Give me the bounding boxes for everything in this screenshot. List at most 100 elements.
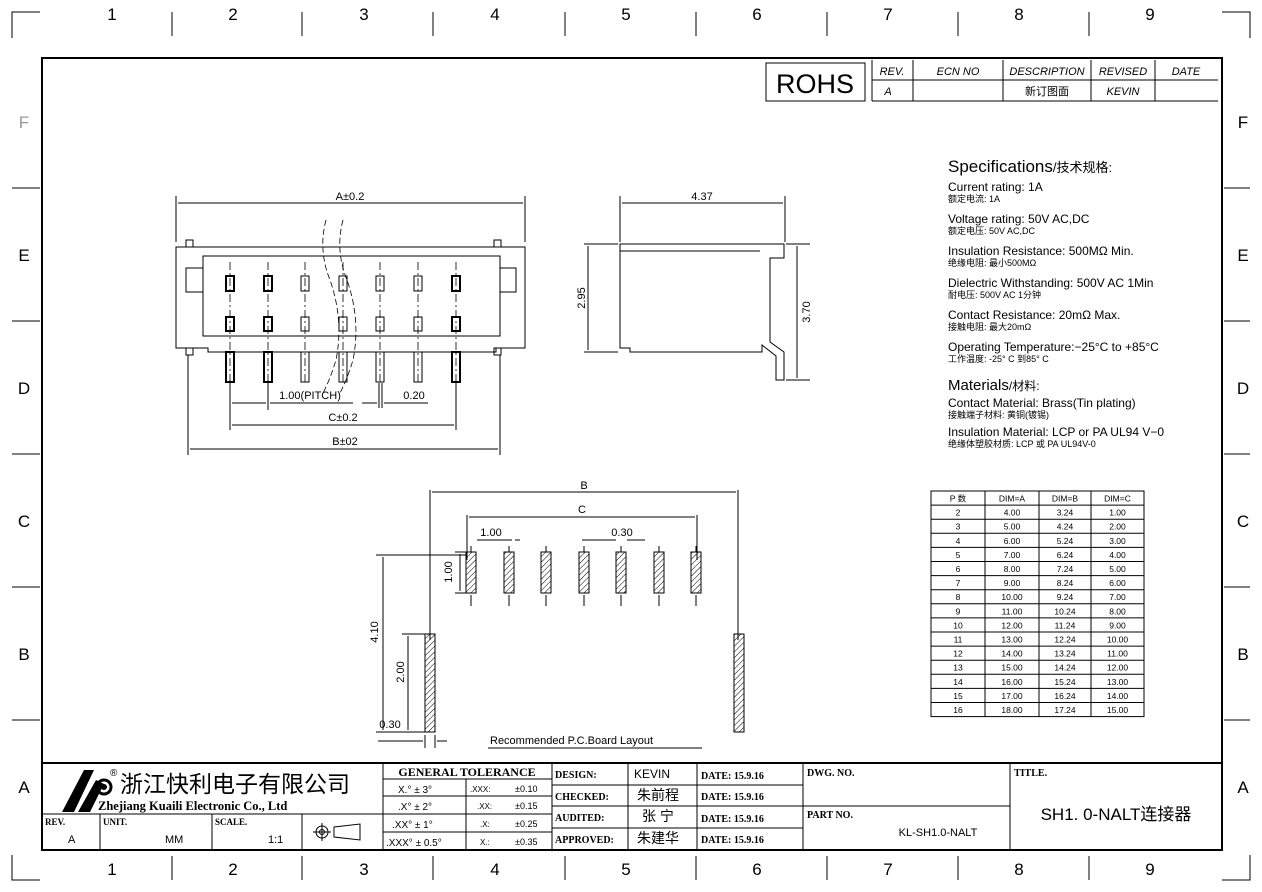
material-item: Insulation Material: LCP or PA UL94 V−0绝… [948, 425, 1164, 449]
signoff-name: KEVIN [634, 767, 670, 781]
table-cell: 15.24 [1054, 677, 1076, 687]
zone-col-label: 1 [107, 860, 116, 879]
unit-value: MM [165, 834, 183, 846]
pcb-pad [503, 546, 515, 606]
signoff-name: 张 宁 [642, 808, 674, 824]
rohs-box [765, 62, 866, 102]
zone-col-label: 8 [1014, 5, 1023, 24]
table-cell: 14.24 [1054, 663, 1076, 673]
rohs-label: ROHS [776, 69, 854, 99]
pitch-label: 1.00(PITCH) [279, 390, 341, 402]
table-cell: 13 [953, 663, 963, 673]
angular-tolerance: X.° ± 3° [398, 785, 432, 796]
zone-grid [12, 12, 1250, 880]
drawing-title: SH1. 0-NALT连接器 [1041, 805, 1192, 824]
table-cell: 6.00 [1004, 536, 1021, 546]
table-cell: 14 [953, 677, 963, 687]
zone-col-label: 7 [883, 860, 892, 879]
registered-mark: ® [110, 768, 118, 779]
rev-value: A [883, 86, 891, 98]
spec-item: Insulation Resistance: 500MΩ Min.绝缘电阻: 最… [948, 244, 1134, 268]
material-en: Insulation Material: LCP or PA UL94 V−0 [948, 425, 1164, 439]
company-name-cn: 浙江快利电子有限公司 [120, 771, 350, 797]
pcb-pad-length: 1.00 [443, 561, 455, 582]
table-cell: 11.00 [1002, 606, 1023, 616]
table-cell: 4.00 [1109, 550, 1126, 560]
signoff-role: CHECKED: [555, 792, 609, 803]
revision-table: REV. ECN NO DESCRIPTION REVISED DATE A 新… [871, 60, 1218, 102]
zone-row-label: C [1237, 512, 1249, 531]
revised-header: REVISED [1099, 66, 1147, 78]
signoff-role: AUDITED: [555, 813, 604, 824]
spec-cn: 耐电压: 500V AC 1分钟 [948, 289, 1041, 300]
pcb-dim-c: C [578, 504, 586, 516]
spec-item: Operating Temperature:−25°C to +85°C工作温度… [948, 340, 1159, 364]
table-cell: 8.00 [1004, 564, 1021, 574]
connector-pin [225, 262, 235, 385]
zone-col-label: 4 [490, 5, 499, 24]
pcb-mount-width: 0.30 [379, 719, 400, 731]
scale-label: SCALE. [215, 817, 247, 827]
spec-cn: 绝缘电阻: 最小500MΩ [948, 257, 1037, 268]
pcb-caption: Recommended P.C.Board Layout [490, 735, 653, 747]
table-cell: 16.00 [1001, 677, 1023, 687]
pcb-height: 4.10 [369, 621, 381, 642]
material-item: Contact Material: Brass(Tin plating)接触端子… [948, 396, 1136, 420]
table-cell: 17.00 [1001, 691, 1023, 701]
signoff-date: DATE: 15.9.16 [701, 835, 764, 846]
company-logo-icon [62, 770, 113, 812]
spec-en: Dielectric Withstanding: 500V AC 1Min [948, 276, 1153, 290]
table-cell: 6.24 [1057, 550, 1074, 560]
rev-header: REV. [880, 66, 905, 78]
table-cell: 7 [956, 578, 961, 588]
material-cn: 接触端子材料: 黄铜(镀锡) [948, 409, 1049, 420]
material-cn: 绝缘体塑胶材质: LCP 或 PA UL94V-0 [948, 438, 1096, 449]
spec-en: Contact Resistance: 20mΩ Max. [948, 308, 1120, 322]
table-cell: DIM=C [1104, 494, 1131, 504]
spec-title: Specifications/技术规格: [948, 157, 1112, 176]
zone-col-label: 3 [359, 860, 368, 879]
zone-row-label: F [19, 113, 29, 132]
table-cell: 1.00 [1109, 508, 1126, 518]
table-cell: 12.00 [1001, 620, 1023, 630]
table-cell: 13.00 [1001, 635, 1023, 645]
table-cell: 15.00 [1107, 705, 1129, 715]
signoff-date: DATE: 15.9.16 [701, 814, 764, 825]
linear-tolerance-label: .XX: [477, 802, 492, 811]
spec-en: Operating Temperature:−25°C to +85°C [948, 340, 1159, 354]
angular-tolerance: .XX° ± 1° [392, 820, 433, 831]
linear-tolerance-value: ±0.10 [515, 784, 537, 794]
signoff-date: DATE: 15.9.16 [701, 792, 764, 803]
front-view: A±0.2 1.00(PITCH) 0.20 C±0.2 B±02 [175, 191, 526, 455]
pcb-pad [540, 546, 552, 606]
table-cell: 7.00 [1004, 550, 1021, 560]
dim-a-label: A±0.2 [336, 191, 365, 203]
pcb-pad [578, 546, 590, 606]
linear-tolerance-label: .X: [480, 820, 490, 829]
table-cell: 9.00 [1004, 578, 1021, 588]
table-cell: 17.24 [1054, 705, 1076, 715]
pcb-pad [615, 546, 627, 606]
table-cell: 9 [956, 606, 961, 616]
signoff-name: 朱前程 [637, 787, 679, 803]
connector-pin [263, 262, 273, 385]
unit-label: UNIT. [103, 817, 127, 827]
pcb-layout: B C 1.00 0.30 1.00 4.10 2.00 0.30 Recomm… [369, 480, 745, 749]
zone-col-label: 5 [621, 5, 630, 24]
linear-tolerance-label: X.: [480, 838, 490, 847]
signoff-date: DATE: 15.9.16 [701, 771, 764, 782]
spec-en: Insulation Resistance: 500MΩ Min. [948, 244, 1134, 258]
table-cell: 9.24 [1057, 592, 1074, 602]
side-width-label: 4.37 [691, 191, 712, 203]
table-cell: 6 [956, 564, 961, 574]
table-cell: 18.00 [1001, 705, 1023, 715]
table-cell: 10 [953, 620, 963, 630]
